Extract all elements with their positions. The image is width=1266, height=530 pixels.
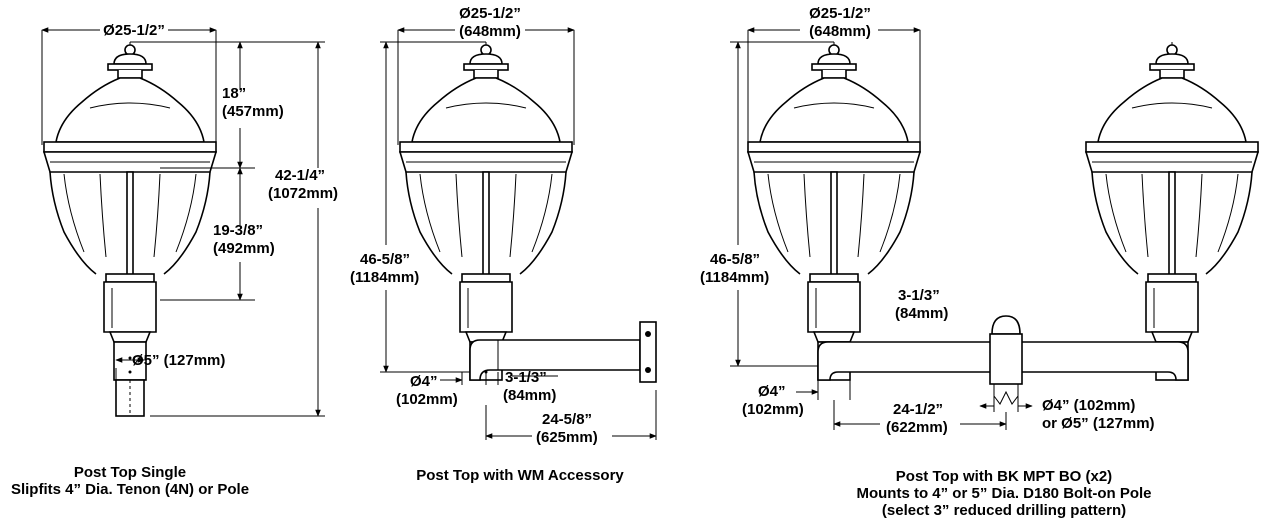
caption-line-3: (select 3” reduced drilling pattern) bbox=[882, 502, 1126, 519]
pipe-dia-mm: (102mm) bbox=[742, 401, 804, 418]
width-mm: (648mm) bbox=[809, 23, 871, 40]
arm-in: 24-5/8” bbox=[542, 411, 592, 428]
twin-bracket-icon bbox=[747, 41, 1259, 412]
diagram-post-top-wm: Ø25-1/2” (648mm) 46-5/8” (1184mm) Ø4” (1… bbox=[350, 5, 657, 484]
overall-height-in: 42-1/4” bbox=[275, 167, 325, 184]
caption-line-1: Post Top Single bbox=[74, 464, 186, 481]
height-mm: (1184mm) bbox=[350, 269, 419, 286]
height-in: 46-5/8” bbox=[360, 251, 410, 268]
caption-line-2: Mounts to 4” or 5” Dia. D180 Bolt-on Pol… bbox=[856, 485, 1151, 502]
arm-mm: (622mm) bbox=[886, 419, 948, 436]
head-height-in: 18” bbox=[222, 85, 246, 102]
pipe-dia-in: Ø4” bbox=[758, 383, 786, 400]
overall-height-mm: (1072mm) bbox=[268, 185, 338, 202]
pipe-dia-in: Ø4” bbox=[410, 373, 438, 390]
drop-mm: (84mm) bbox=[895, 305, 948, 322]
head-height-mm: (457mm) bbox=[222, 103, 284, 120]
pipe-dia-mm: (102mm) bbox=[396, 391, 458, 408]
lower-height-mm: (492mm) bbox=[213, 240, 275, 257]
pole-dia-in: Ø4” (102mm) bbox=[1042, 397, 1135, 414]
width-label: Ø25-1/2” bbox=[103, 22, 165, 39]
width-in: Ø25-1/2” bbox=[809, 5, 871, 22]
height-mm: (1184mm) bbox=[700, 269, 769, 286]
diagram-post-top-single: Ø25-1/2” 18” (457mm) 42-1/4” (1072mm) 19… bbox=[11, 22, 338, 498]
drop-mm: (84mm) bbox=[503, 387, 556, 404]
caption-line-2: Slipfits 4” Dia. Tenon (4N) or Pole bbox=[11, 481, 249, 498]
pole-dia-alt: or Ø5” (127mm) bbox=[1042, 415, 1155, 432]
width-in: Ø25-1/2” bbox=[459, 5, 521, 22]
arm-mm: (625mm) bbox=[536, 429, 598, 446]
caption-line-1: Post Top with BK MPT BO (x2) bbox=[896, 468, 1112, 485]
drop-in: 3-1/3” bbox=[898, 287, 940, 304]
arm-in: 24-1/2” bbox=[893, 401, 943, 418]
lower-height-in: 19-3/8” bbox=[213, 222, 263, 239]
width-mm: (648mm) bbox=[459, 23, 521, 40]
diagram-post-top-bk-mpt: Ø25-1/2” (648mm) 46-5/8” (1184mm) 3-1/3”… bbox=[700, 5, 1259, 519]
tenon-dia-label: Ø5” (127mm) bbox=[132, 352, 225, 369]
caption-line-1: Post Top with WM Accessory bbox=[416, 467, 624, 484]
post-top-luminaire-icon bbox=[43, 41, 217, 417]
wall-mount-bracket-icon bbox=[399, 41, 657, 383]
height-in: 46-5/8” bbox=[710, 251, 760, 268]
drop-in: 3-1/3” bbox=[505, 369, 547, 386]
